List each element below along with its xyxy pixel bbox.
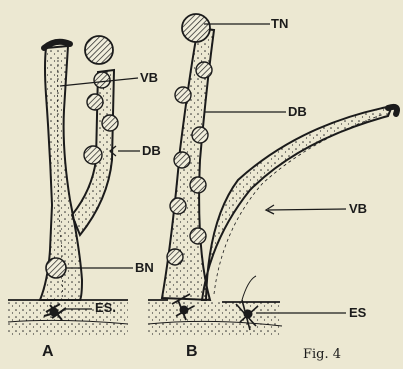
label-db-a: DB [142,143,161,158]
label-vb-b: VB [349,201,367,216]
label-bn: BN [135,260,154,275]
panel-label-b: B [186,343,198,361]
nucleus-b [190,177,206,193]
nucleus-b [174,152,190,168]
nucleus-a [84,146,102,164]
nucleus-b [167,249,183,265]
label-es-a: ES. [95,300,116,315]
panel-label-a: A [42,343,54,361]
figure-caption: Fig. 4 [303,347,341,362]
panel-b-structure [148,14,397,336]
label-db-b: DB [288,104,307,119]
nucleus-a [94,72,110,88]
label-vb-a: VB [140,70,158,85]
terminal-nucleus-b [182,14,210,42]
basal-nucleus-a [46,258,66,278]
terminal-nucleus-a [85,36,113,64]
nucleus-b [190,228,206,244]
epidermis-b [148,300,280,336]
nucleus-b [192,127,208,143]
nucleus-a [87,94,103,110]
leader-vb-b [268,209,346,210]
label-tn: TN [271,16,288,31]
nucleus-b [175,87,191,103]
nucleus-a [102,115,118,131]
label-es-b: ES [349,305,366,320]
nucleus-b [196,62,212,78]
nucleus-b [170,198,186,214]
